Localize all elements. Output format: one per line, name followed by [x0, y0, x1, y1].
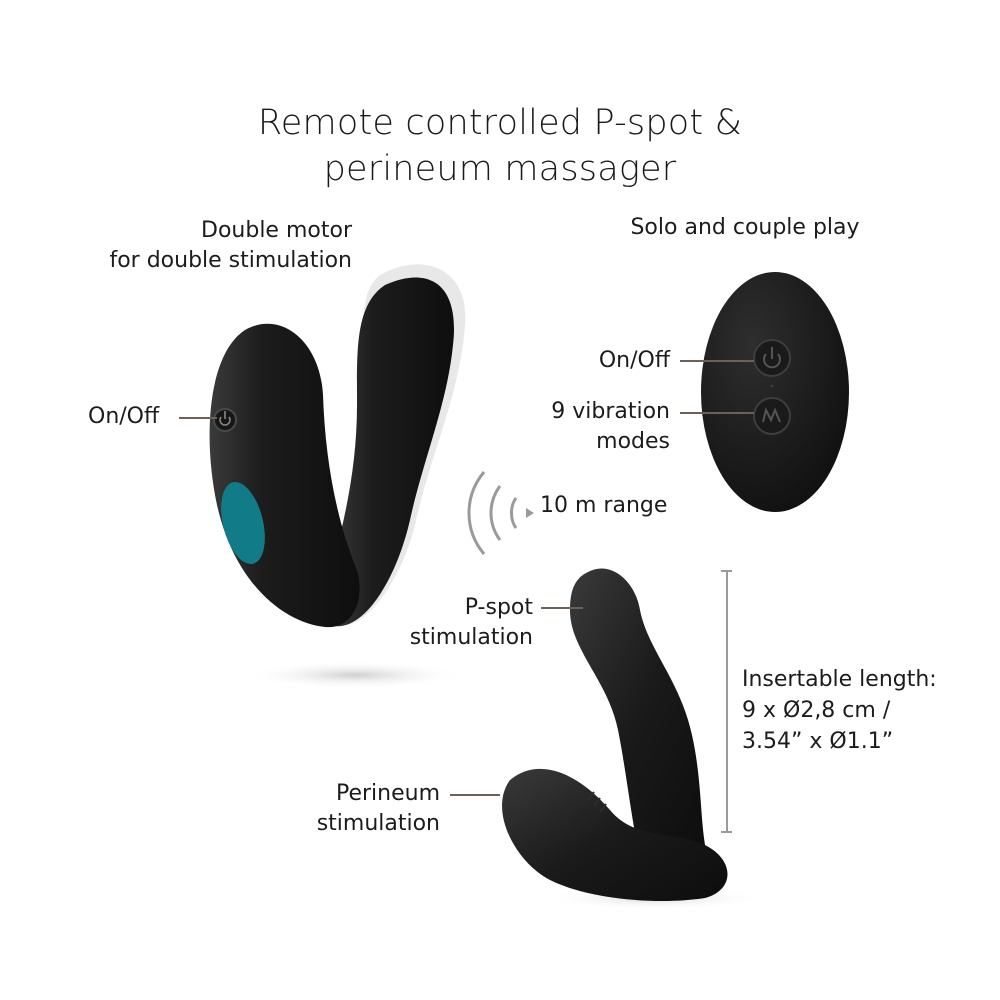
device-illustration: [209, 264, 466, 689]
dimension-line: [726, 570, 728, 832]
device-power-button[interactable]: [213, 408, 237, 432]
wave-icon: [762, 407, 781, 423]
title-line-1: Remote controlled P-spot &: [257, 103, 743, 143]
dimension-cap-top: [721, 570, 732, 572]
perineum-leader: [450, 794, 500, 796]
feature-solo-couple: Solo and couple play: [630, 215, 860, 240]
remote-power-button[interactable]: [753, 339, 791, 377]
signal-icon: [467, 471, 534, 555]
remote-power-leader: [680, 360, 754, 362]
remote-mode-button[interactable]: [753, 397, 791, 435]
pspot-label: P-spot stimulation: [409, 595, 533, 650]
remote-modes-label: 9 vibration modes: [551, 399, 670, 454]
product-illustration: [502, 568, 765, 910]
dimension-cap-bottom: [721, 831, 732, 833]
insertable-length-info: Insertable length: 9 x Ø2,8 cm / 3.54” x…: [742, 667, 937, 754]
page-title: Remote controlled P-spot & perineum mass…: [0, 100, 1000, 192]
remote-modes-leader: [680, 412, 754, 414]
remote-power-label: On/Off: [598, 348, 670, 373]
title-line-2: perineum massager: [323, 149, 677, 189]
feature-double-motor: Double motor for double stimulation: [109, 218, 352, 273]
remote-illustration: [701, 272, 849, 512]
power-icon: [219, 411, 231, 426]
device-power-leader: [179, 417, 217, 419]
power-icon: [763, 347, 781, 369]
accent-pad: [221, 481, 265, 565]
perineum-label: Perineum stimulation: [316, 781, 440, 836]
range-label: 10 m range: [540, 493, 668, 518]
device-power-label: On/Off: [88, 404, 160, 429]
pspot-leader: [541, 607, 583, 609]
